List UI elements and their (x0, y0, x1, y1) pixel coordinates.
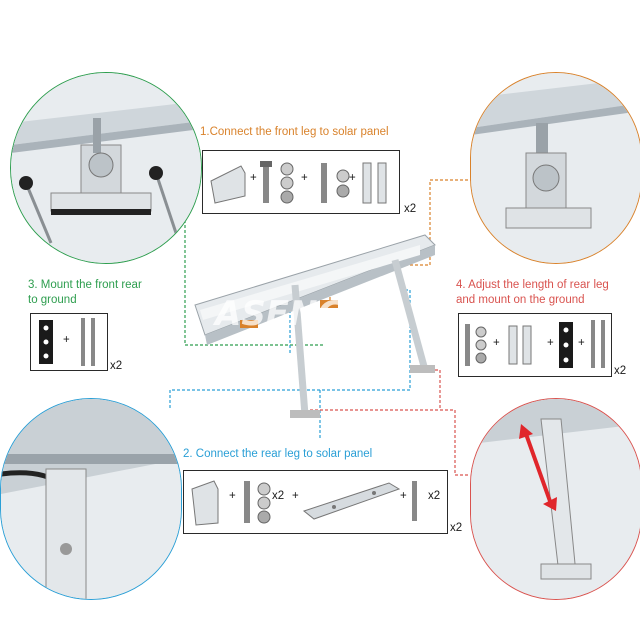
step1-plus-3: + (349, 172, 356, 184)
step1-multiplier: x2 (404, 203, 417, 215)
step1-label: 1.Connect the front leg to solar panel (200, 126, 389, 138)
step2-parts-box (183, 470, 448, 534)
step1-plus-1: + (250, 172, 257, 184)
step2-inner-multiplier-b: x2 (428, 490, 441, 502)
step3-multiplier: x2 (110, 360, 123, 372)
rear-leg-top-closeup-circle (0, 398, 182, 600)
step1-plus-2: + (301, 172, 308, 184)
step4-parts-box (458, 313, 612, 377)
step2-plus-1: + (229, 490, 236, 502)
step3-label-line2: to ground (28, 294, 77, 306)
step2-plus-2: + (292, 490, 299, 502)
step1-parts-box (202, 150, 400, 214)
step3-label-line1: 3. Mount the front rear (28, 279, 142, 291)
watermark-text: ASENG (212, 294, 345, 334)
step4-label-line1: 4. Adjust the length of rear leg (456, 279, 609, 291)
step2-multiplier: x2 (450, 522, 463, 534)
adjust-rear-leg-closeup-circle (470, 398, 640, 600)
solar-panel-assembly-illustration: ASENG (194, 234, 436, 418)
step4-plus-2: + (547, 337, 554, 349)
step3-plus: + (63, 334, 70, 346)
step2-plus-3: + (400, 490, 407, 502)
step3-parts-box (30, 313, 108, 371)
step4-plus-1: + (493, 337, 500, 349)
front-mount-closeup-circle (10, 72, 202, 264)
step4-label-line2: and mount on the ground (456, 294, 585, 306)
step4-multiplier: x2 (614, 365, 627, 377)
step4-plus-3: + (578, 337, 585, 349)
step2-inner-multiplier-a: x2 (272, 490, 285, 502)
step2-label: 2. Connect the rear leg to solar panel (183, 448, 373, 460)
rear-mount-closeup-circle (470, 72, 640, 264)
